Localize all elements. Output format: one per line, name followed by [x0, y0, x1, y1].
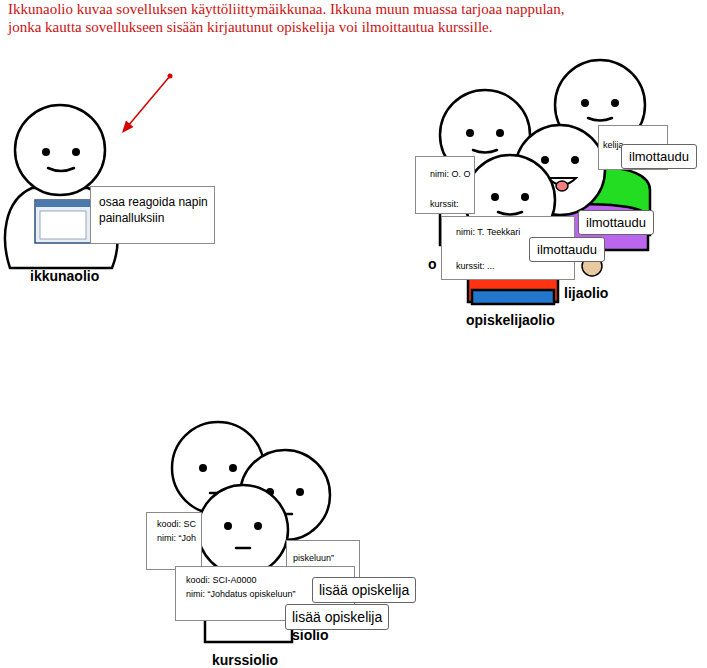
note-text: Ikkunaolio kuvaa sovelluksen käyttöliitt…	[8, 0, 568, 36]
button: lisää opiskelija	[285, 604, 389, 630]
sign-text: kurssit: ...	[456, 261, 568, 271]
sign-text: nimi: T. Teekkari	[456, 227, 568, 237]
button-label: ilmottaudu	[629, 149, 689, 164]
sign-text: piskeluun”	[293, 553, 355, 563]
sign-board: koodi: SC nimi: “Joh	[146, 512, 202, 570]
figures	[5, 60, 650, 642]
button-label: lisää opiskelija	[292, 609, 382, 625]
sign-text: kurssit:	[430, 199, 471, 209]
sign-text: nimi: “Joh	[157, 533, 198, 543]
button: lisää opiskelija	[312, 577, 416, 603]
sign-board: nimi: O. O kurssit:	[415, 156, 475, 214]
button: ilmottaudu	[578, 210, 654, 235]
object-label: kurssiolio	[212, 652, 278, 668]
button: ilmottaudu	[621, 144, 697, 169]
object-label: opiskelijaolio	[466, 312, 555, 328]
button-label: lisää opiskelija	[319, 582, 409, 598]
button-label: ilmottaudu	[537, 242, 597, 257]
sign-text: osaa reagoida napin painalluksiin	[99, 194, 208, 226]
object-label: o	[428, 256, 437, 272]
button: ilmottaudu	[529, 237, 605, 262]
sign-text: koodi: SC	[157, 519, 198, 529]
button-label: ilmottaudu	[586, 215, 646, 230]
object-label: ikkunaolio	[30, 268, 99, 284]
sign-board: osaa reagoida napin painalluksiin	[90, 186, 215, 244]
object-label: lijaolio	[562, 285, 610, 301]
callout-arrow	[122, 74, 173, 134]
sign-text: nimi: O. O	[430, 169, 471, 179]
